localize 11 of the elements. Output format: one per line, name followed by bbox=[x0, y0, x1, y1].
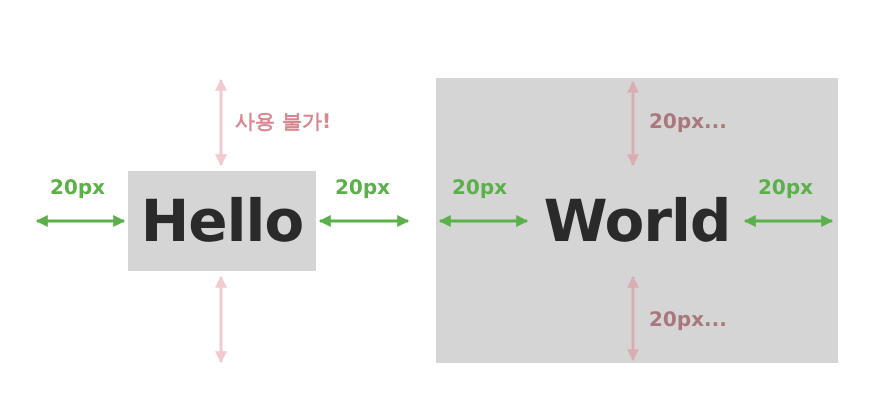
measurement-label: 20px bbox=[50, 177, 106, 197]
measurement-label: 20px bbox=[452, 177, 508, 197]
warning-label: 사용 불가! bbox=[235, 111, 332, 131]
content-box bbox=[436, 78, 838, 363]
measurement-label: 20px... bbox=[649, 309, 727, 329]
measurement-label: 20px... bbox=[649, 111, 727, 131]
content-box bbox=[128, 171, 316, 271]
measurement-label: 20px bbox=[335, 177, 390, 197]
box-text: Hello bbox=[140, 192, 304, 250]
measurement-label: 20px bbox=[758, 177, 814, 197]
box-text: World bbox=[544, 192, 730, 250]
